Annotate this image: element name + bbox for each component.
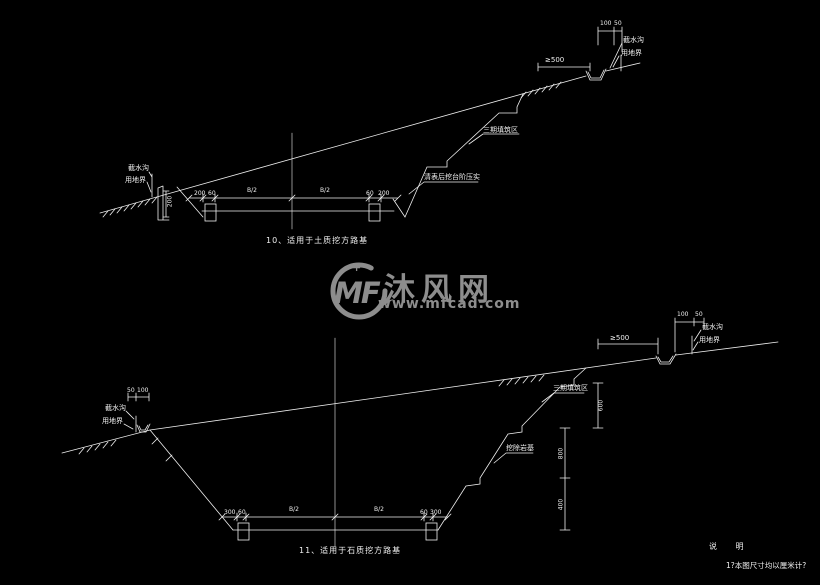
- dimension-row: [185, 193, 402, 203]
- bottom-section-caption: 11、适用于石质挖方路基: [299, 546, 402, 555]
- min-offset-dim: ≥500: [610, 334, 630, 342]
- row-boundary-label: 用地界: [621, 49, 642, 57]
- ditch-berm-dim: 50: [614, 20, 622, 27]
- ground-hatch-crest: [520, 81, 562, 99]
- ditch-width-dim: 100: [600, 20, 612, 27]
- row-boundary-label: 用地界: [102, 417, 123, 425]
- dim-half-width-right: B/2: [320, 187, 330, 194]
- intercept-ditch-label: 截水沟: [128, 164, 149, 172]
- dim-60-right: 60: [366, 190, 374, 197]
- ground-hatch-left: [78, 439, 117, 455]
- intercept-ditch-left: [136, 423, 151, 433]
- treatment-label: 挖除岩基: [506, 444, 534, 452]
- ditch-width-dim: 100: [137, 387, 149, 394]
- min-offset-dim: ≥500: [545, 56, 565, 64]
- treatment-label: 清表后挖台阶压实: [424, 173, 480, 181]
- dim-half-width-left: B/2: [289, 506, 299, 513]
- notes-heading: 说 明: [709, 542, 752, 551]
- dim-300-right: 300: [430, 509, 442, 516]
- dim-60-left: 60: [238, 509, 246, 516]
- edge-wall: [157, 185, 170, 221]
- intercept-ditch: [585, 68, 607, 81]
- watermark-site-name: 沐风网: [384, 272, 495, 308]
- ditch-berm-dim: 50: [695, 311, 703, 318]
- drain-left: [204, 203, 217, 222]
- height-dim-600: 600: [597, 399, 605, 412]
- height-dim-400: 400: [557, 498, 565, 511]
- ditch-width-dim: 100: [677, 311, 689, 318]
- ditch-berm-dim: 50: [127, 387, 135, 394]
- intercept-ditch-label: 截水沟: [623, 36, 644, 44]
- dim-half-width-left: B/2: [247, 187, 257, 194]
- dim-half-width-right: B/2: [374, 506, 384, 513]
- intercept-ditch: [655, 353, 677, 365]
- ground-hatch-crest: [498, 374, 545, 387]
- top-section-drawing: [99, 26, 641, 230]
- notes-item-1: 1?本图尺寸均以厘米计?: [726, 561, 807, 570]
- bottom-section-drawing: [61, 317, 779, 547]
- fill-zone-label: 三期填筑区: [483, 126, 518, 134]
- ground-hatch-left: [102, 196, 158, 218]
- fill-zone-label: 三期填筑区: [553, 384, 588, 392]
- dim-200-left: 200: [194, 190, 206, 197]
- dim-300-left: 300: [224, 509, 236, 516]
- intercept-ditch-label: 截水沟: [105, 404, 126, 412]
- benched-slope: [437, 367, 587, 531]
- watermark-logo-text: MF: [334, 276, 381, 310]
- watermark-site-url: www.mfcad.com: [378, 296, 521, 312]
- top-section-caption: 10、适用于土质挖方路基: [266, 236, 369, 245]
- height-dim-800: 800: [557, 447, 565, 460]
- wall-depth-dim: 200: [166, 195, 174, 208]
- row-boundary-label: 用地界: [699, 336, 720, 344]
- watermark-logo-ring: [330, 262, 394, 320]
- intercept-ditch-label: 截水沟: [702, 323, 723, 331]
- dim-60-left: 60: [208, 190, 216, 197]
- drain-right: [368, 203, 381, 222]
- benched-slope: [404, 93, 524, 218]
- drain-right: [425, 522, 438, 541]
- dim-60-right: 60: [420, 509, 428, 516]
- drain-left: [237, 522, 250, 541]
- dim-200-right: 200: [378, 190, 390, 197]
- row-boundary-label: 用地界: [125, 176, 146, 184]
- watermark-star-icon: +: [352, 261, 362, 274]
